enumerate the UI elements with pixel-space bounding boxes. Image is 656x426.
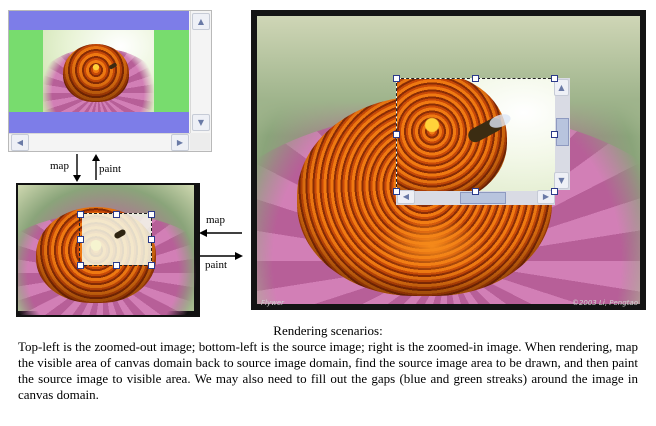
inset-vertical-scrollbar[interactable]: ▲ ▼ — [554, 78, 570, 190]
map-down-label: map — [50, 160, 69, 172]
horizontal-arrows — [199, 229, 243, 260]
inset-scroll-right-icon[interactable]: ▶ — [537, 190, 555, 204]
selection-handle[interactable] — [551, 131, 558, 138]
zoomed-photo — [257, 16, 640, 304]
vertical-arrows — [73, 154, 100, 182]
map-left-label: map — [206, 214, 225, 226]
source-image — [16, 183, 200, 317]
selection-handle[interactable] — [148, 211, 155, 218]
visible-area-frame — [396, 78, 556, 192]
gap-green-right — [154, 30, 189, 112]
inset-scroll-up-icon[interactable]: ▲ — [554, 79, 569, 96]
selection-handle[interactable] — [393, 188, 400, 195]
selection-handle[interactable] — [148, 262, 155, 269]
scroll-right-icon[interactable]: ▶ — [171, 134, 189, 151]
caption-body: Top-left is the zoomed-out image; bottom… — [18, 339, 638, 402]
selection-handle[interactable] — [551, 75, 558, 82]
inset-horizontal-thumb[interactable] — [460, 192, 506, 204]
source-photo — [18, 185, 198, 315]
zoomed-in-image: ▲ ▼ ◀ ▶ Flywer ©2003 Li, Pengtao — [251, 10, 646, 310]
visible-area-window: ▲ ▼ ◀ ▶ — [393, 75, 572, 208]
source-visible-area — [79, 213, 152, 266]
selection-handle[interactable] — [77, 211, 84, 218]
selection-handle[interactable] — [113, 262, 120, 269]
inset-scroll-left-icon[interactable]: ◀ — [397, 190, 415, 204]
inset-scroll-down-icon[interactable]: ▼ — [554, 172, 569, 189]
selection-handle[interactable] — [148, 236, 155, 243]
vertical-scrollbar[interactable]: ▲ ▼ — [190, 11, 211, 133]
zoomed-out-image — [43, 30, 154, 112]
photo-caption-right: ©2003 Li, Pengtao — [571, 299, 638, 307]
scroll-up-icon[interactable]: ▲ — [192, 13, 210, 30]
selection-handle[interactable] — [393, 131, 400, 138]
photo-caption-left: Flywer — [261, 299, 285, 307]
horizontal-scrollbar[interactable]: ◀ ▶ — [9, 133, 190, 151]
selection-handle[interactable] — [77, 262, 84, 269]
selection-handle[interactable] — [472, 75, 479, 82]
paint-right-label: paint — [205, 259, 227, 271]
scroll-left-icon[interactable]: ◀ — [11, 134, 29, 151]
gap-blue-bottom — [9, 112, 189, 133]
inset-horizontal-scrollbar[interactable]: ◀ ▶ — [396, 190, 555, 205]
gap-blue-top — [9, 11, 189, 30]
gap-green-left — [9, 30, 43, 112]
selection-handle[interactable] — [77, 236, 84, 243]
figure-caption: Rendering scenarios: Top-left is the zoo… — [0, 323, 656, 403]
scroll-down-icon[interactable]: ▼ — [192, 114, 210, 131]
scrollbar-corner — [190, 133, 210, 150]
caption-title: Rendering scenarios: — [273, 323, 383, 338]
selection-handle[interactable] — [113, 211, 120, 218]
selection-handle[interactable] — [472, 188, 479, 195]
paint-up-label: paint — [99, 163, 121, 175]
selection-handle[interactable] — [393, 75, 400, 82]
selection-handle[interactable] — [551, 188, 558, 195]
zoomed-out-window: ▲ ▼ ◀ ▶ — [8, 10, 212, 152]
